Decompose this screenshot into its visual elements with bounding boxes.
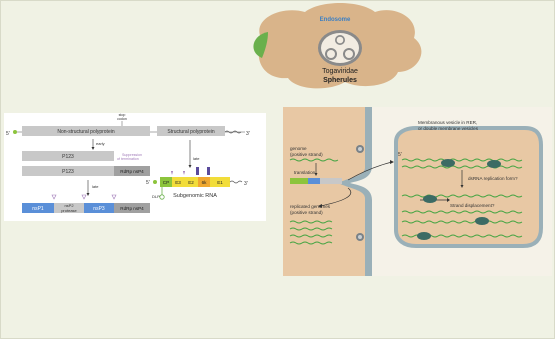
page-background [0,0,555,339]
